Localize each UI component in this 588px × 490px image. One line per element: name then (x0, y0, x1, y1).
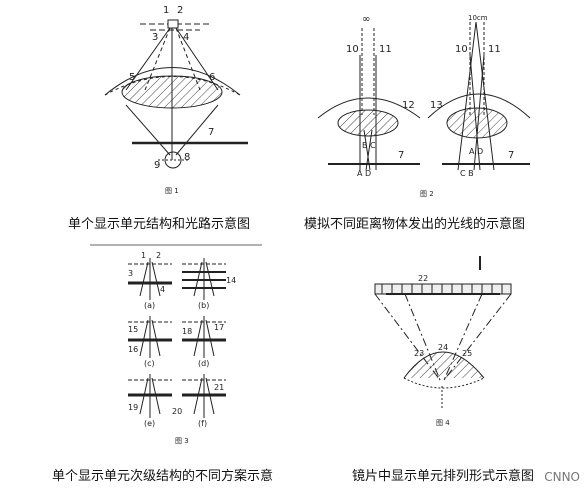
fig4-23: 23 (414, 349, 424, 358)
fig3-sub-f: (f) (198, 419, 207, 428)
fig3-sub-b: (b) (198, 301, 209, 310)
fig3-a-1: 1 (141, 251, 146, 260)
figure-3 (128, 258, 226, 418)
fig3-a-3: 3 (128, 269, 133, 278)
fig3-f-21: 21 (214, 383, 224, 392)
fig2-ad-right: A D (469, 147, 483, 156)
fig3-f-20: 20 (172, 407, 182, 416)
fig1-label-3: 3 (152, 32, 158, 43)
fig1-label-5: 5 (129, 72, 135, 83)
fig2-cb: C B (460, 169, 474, 178)
fig2-distance: 10cm (468, 14, 488, 22)
fig1-caption: 图 1 (165, 187, 179, 195)
fig4-caption: 图 4 (436, 419, 450, 427)
figure-3-labels: 1 2 3 4 14 15 16 18 17 19 21 20 (a) (b) … (128, 251, 236, 445)
fig3-a-4: 4 (160, 285, 165, 294)
fig3-d-18: 18 (182, 327, 192, 336)
fig1-label-6: 6 (209, 72, 215, 83)
fig2-caption: 图 2 (420, 190, 434, 198)
fig2-lens-13: 13 (430, 100, 443, 111)
figure-4 (374, 256, 512, 408)
fig3-d-17: 17 (214, 323, 224, 332)
caption-top-left: 单个显示单元结构和光路示意图 (68, 217, 251, 232)
figure-1-labels: 1 2 3 4 5 6 7 8 9 图 1 (129, 5, 215, 195)
figure-2-labels: ∞ 10cm 10 11 10 11 12 13 B C A D A D C B… (346, 14, 514, 198)
fig3-b-14: 14 (226, 276, 236, 285)
fig4-22: 22 (418, 274, 428, 283)
caption-bottom-right: 镜片中显示单元排列形式示意图 (352, 469, 535, 484)
caption-top-right: 模拟不同距离物体发出的光线的示意图 (304, 217, 526, 232)
fig1-label-4: 4 (183, 32, 189, 43)
fig3-sub-c: (c) (144, 359, 155, 368)
fig2-screen-7-right: 7 (508, 150, 514, 161)
fig3-sub-e: (e) (144, 419, 155, 428)
fig3-caption: 图 3 (175, 437, 189, 445)
fig3-sub-a: (a) (144, 301, 155, 310)
fig4-24: 24 (438, 343, 448, 352)
fig3-sub-d: (d) (198, 359, 209, 368)
fig2-left-10: 10 (346, 44, 359, 55)
fig3-c-15: 15 (128, 325, 138, 334)
fig2-ad: A D (357, 169, 371, 178)
fig2-screen-7: 7 (398, 150, 404, 161)
fig2-right-11: 11 (488, 44, 501, 55)
figure-1 (104, 19, 248, 169)
fig1-label-8: 8 (184, 152, 190, 163)
figure-2 (317, 21, 531, 171)
fig1-label-7: 7 (208, 127, 214, 138)
fig3-a-2: 2 (156, 251, 161, 260)
figure-4-labels: 22 23 24 25 图 4 (414, 274, 472, 427)
fig1-label-1: 1 (163, 5, 169, 16)
fig3-c-16: 16 (128, 345, 138, 354)
fig2-infinity: ∞ (362, 14, 370, 25)
fig2-right-10: 10 (455, 44, 468, 55)
fig2-left-11: 11 (379, 44, 392, 55)
watermark-logo: CNNO (544, 470, 580, 484)
caption-bottom-left: 单个显示单元次级结构的不同方案示意 (52, 469, 274, 484)
fig2-bc: B C (362, 141, 376, 150)
fig3-e-19: 19 (128, 403, 138, 412)
fig2-lens-12: 12 (402, 100, 415, 111)
fig1-label-9: 9 (154, 160, 160, 171)
fig1-label-2: 2 (177, 5, 183, 16)
fig4-25: 25 (462, 349, 472, 358)
